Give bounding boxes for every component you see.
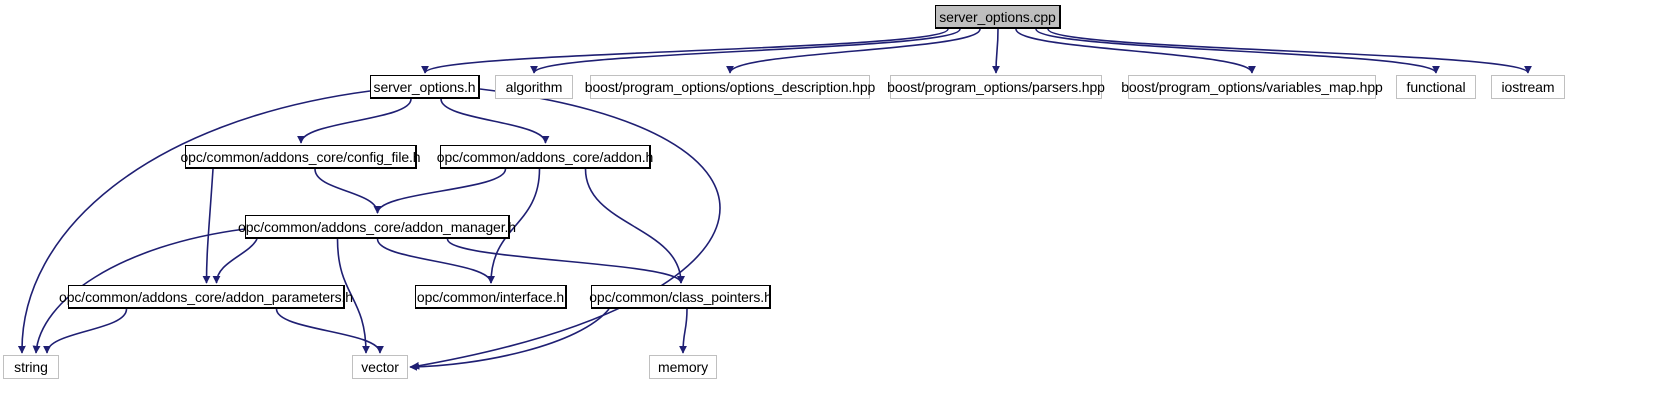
graph-node-vector[interactable]: vector (352, 355, 408, 379)
graph-node-label: opc/common/addons_core/addon.h (436, 148, 654, 165)
graph-node-label: server_options.cpp (939, 8, 1056, 25)
graph-node-label: server_options.h (373, 78, 476, 95)
graph-node-functional[interactable]: functional (1396, 75, 1476, 99)
graph-node-label: memory (658, 359, 708, 375)
graph-node-label: opc/common/class_pointers.h (589, 288, 772, 305)
graph-node-string[interactable]: string (3, 355, 59, 379)
graph-edge-addon-h-to-addon-manager-h (373, 168, 507, 214)
graph-node-server-options-h[interactable]: server_options.h (370, 75, 480, 99)
graph-edge-addon-h-to-class-pointers-h (584, 168, 685, 284)
graph-node-label: functional (1406, 79, 1466, 95)
graph-edge-addon-manager-h-to-addon-parameters-h (212, 238, 258, 284)
graph-edge-class-pointers-h-to-memory (679, 308, 688, 354)
graph-node-config-file-h[interactable]: opc/common/addons_core/config_file.h (181, 145, 421, 169)
graph-node-options-description-hpp[interactable]: boost/program_options/options_descriptio… (585, 75, 875, 99)
graph-node-interface-h[interactable]: opc/common/interface.h (415, 285, 567, 309)
graph-node-addon-h[interactable]: opc/common/addons_core/addon.h (437, 145, 653, 169)
graph-edge-server-options-cpp-to-variables-map-hpp (1015, 28, 1256, 74)
graph-node-algorithm[interactable]: algorithm (495, 75, 573, 99)
graph-edge-server-options-cpp-to-functional (1035, 28, 1440, 74)
graph-node-label: boost/program_options/options_descriptio… (584, 79, 876, 95)
graph-node-addon-parameters-h[interactable]: opc/common/addons_core/addon_parameters.… (59, 285, 353, 309)
graph-edge-config-file-h-to-addon-parameters-h (202, 168, 214, 284)
graph-node-label: opc/common/interface.h (416, 288, 565, 305)
graph-edge-server-options-h-to-config-file-h (297, 98, 412, 144)
graph-edge-server-options-cpp-to-server-options-h (421, 28, 949, 74)
graph-edge-config-file-h-to-addon-manager-h (314, 168, 382, 214)
graph-edge-addon-parameters-h-to-vector (275, 308, 384, 354)
graph-node-label: opc/common/addons_core/addon_parameters.… (59, 288, 353, 305)
graph-edge-server-options-cpp-to-options-description-hpp (726, 28, 981, 74)
graph-edge-class-pointers-h-to-vector (409, 308, 610, 371)
graph-node-label: opc/common/addons_core/addon_manager.h (238, 218, 516, 235)
graph-node-label: opc/common/addons_core/config_file.h (180, 148, 421, 165)
graph-edge-server-options-cpp-to-algorithm (530, 28, 961, 74)
graph-node-addon-manager-h[interactable]: opc/common/addons_core/addon_manager.h (238, 215, 516, 239)
graph-node-server-options-cpp[interactable]: server_options.cpp (935, 5, 1061, 29)
graph-node-label: boost/program_options/parsers.hpp (887, 79, 1105, 95)
graph-node-label: algorithm (505, 79, 563, 95)
graph-node-iostream[interactable]: iostream (1491, 75, 1565, 99)
graph-node-memory[interactable]: memory (649, 355, 717, 379)
graph-edge-server-options-h-to-addon-h (440, 98, 550, 144)
graph-node-parsers-hpp[interactable]: boost/program_options/parsers.hpp (887, 75, 1105, 99)
graph-node-variables-map-hpp[interactable]: boost/program_options/variables_map.hpp (1121, 75, 1383, 99)
graph-edge-server-options-cpp-to-iostream (1047, 28, 1532, 74)
graph-node-class-pointers-h[interactable]: opc/common/class_pointers.h (589, 285, 772, 309)
graph-node-label: vector (361, 359, 399, 375)
graph-edge-addon-manager-h-to-interface-h (376, 238, 495, 284)
graph-edge-server-options-cpp-to-parsers-hpp (992, 28, 1001, 74)
graph-edge-addon-manager-h-to-class-pointers-h (446, 238, 685, 284)
graph-edge-addon-parameters-h-to-string (43, 308, 128, 354)
graph-node-label: string (14, 359, 48, 375)
graph-node-label: boost/program_options/variables_map.hpp (1121, 79, 1383, 95)
graph-node-label: iostream (1501, 79, 1555, 95)
